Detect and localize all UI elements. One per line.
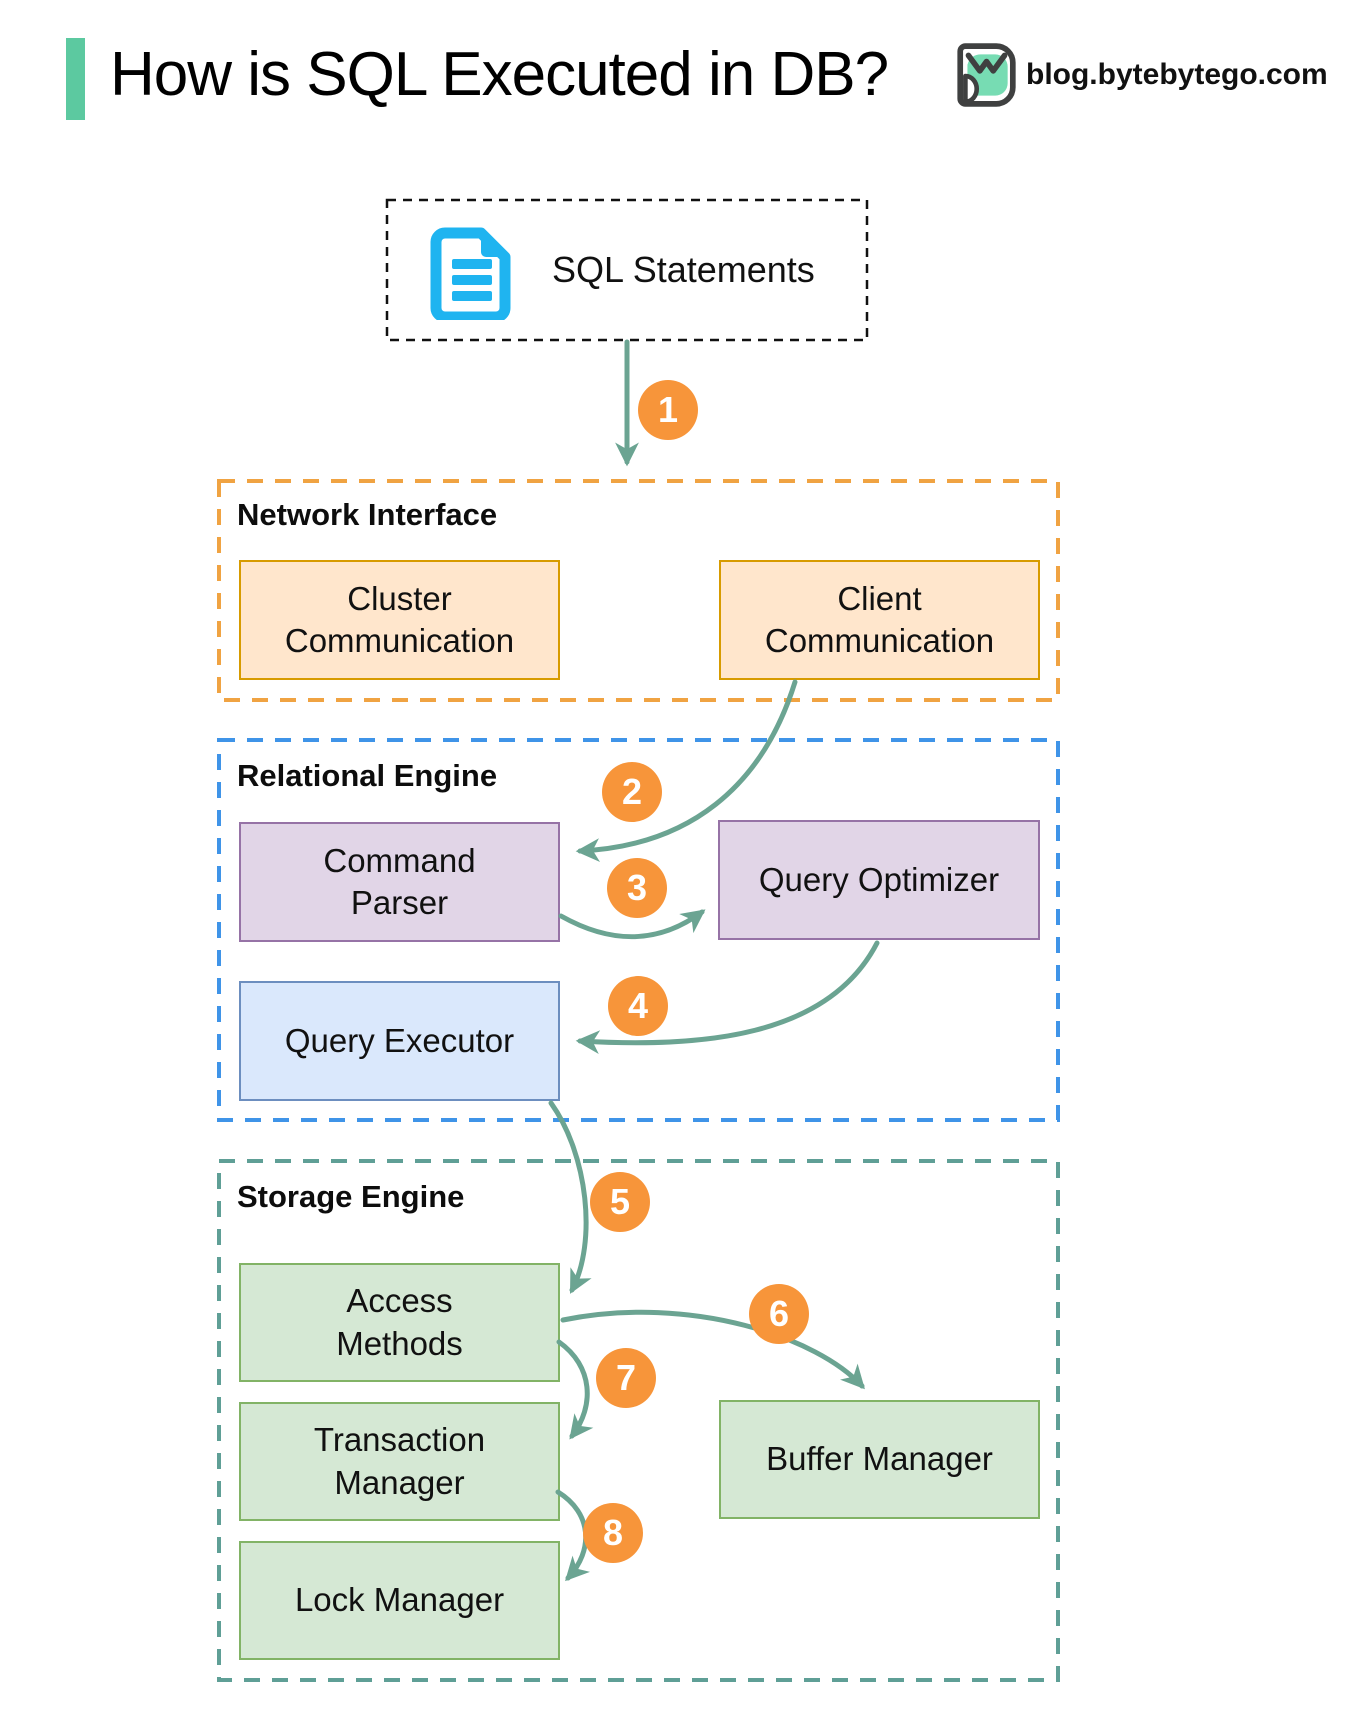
- section-label-storage-engine: Storage Engine: [237, 1179, 465, 1214]
- node-client-communication: Client Communication: [719, 560, 1040, 680]
- arrow-8-transaction-to-lock: [555, 1489, 590, 1582]
- node-lock-manager: Lock Manager: [239, 1541, 560, 1660]
- section-label-relational-engine: Relational Engine: [237, 758, 498, 793]
- source-label: SQL Statements: [552, 249, 815, 290]
- arrow-7-access-to-transaction: [556, 1339, 594, 1440]
- step-badge-6: 6: [749, 1284, 809, 1344]
- document-line: [452, 291, 492, 301]
- step-badge-7: 7: [596, 1348, 656, 1408]
- title-accent-bar: [66, 38, 85, 120]
- step-badge-2: 2: [602, 762, 662, 822]
- node-command-parser: Command Parser: [239, 822, 560, 942]
- step-badge-5: 5: [590, 1172, 650, 1232]
- step-badge-1: 1: [638, 380, 698, 440]
- step-badge-4: 4: [608, 976, 668, 1036]
- document-fold: [481, 233, 505, 257]
- page-title: How is SQL Executed in DB?: [110, 40, 889, 109]
- node-cluster-communication: Cluster Communication: [239, 560, 560, 680]
- logo-check: [965, 52, 1008, 74]
- document-icon: [430, 227, 511, 320]
- logo-notch: [963, 73, 980, 105]
- node-query-executor: Query Executor: [239, 981, 560, 1101]
- section-label-network-interface: Network Interface: [237, 497, 498, 532]
- node-buffer-manager: Buffer Manager: [719, 1400, 1040, 1519]
- node-access-methods: Access Methods: [239, 1263, 560, 1382]
- node-query-optimizer: Query Optimizer: [718, 820, 1040, 940]
- node-transaction-manager: Transaction Manager: [239, 1402, 560, 1521]
- arrow-5-executor-to-access: [548, 1100, 592, 1294]
- bytebytego-logo-icon: [957, 43, 1016, 107]
- step-badge-3: 3: [607, 858, 667, 918]
- step-badge-8: 8: [583, 1503, 643, 1563]
- site-label: blog.bytebytego.com: [1026, 58, 1328, 91]
- document-line: [452, 259, 492, 269]
- document-line: [452, 275, 492, 285]
